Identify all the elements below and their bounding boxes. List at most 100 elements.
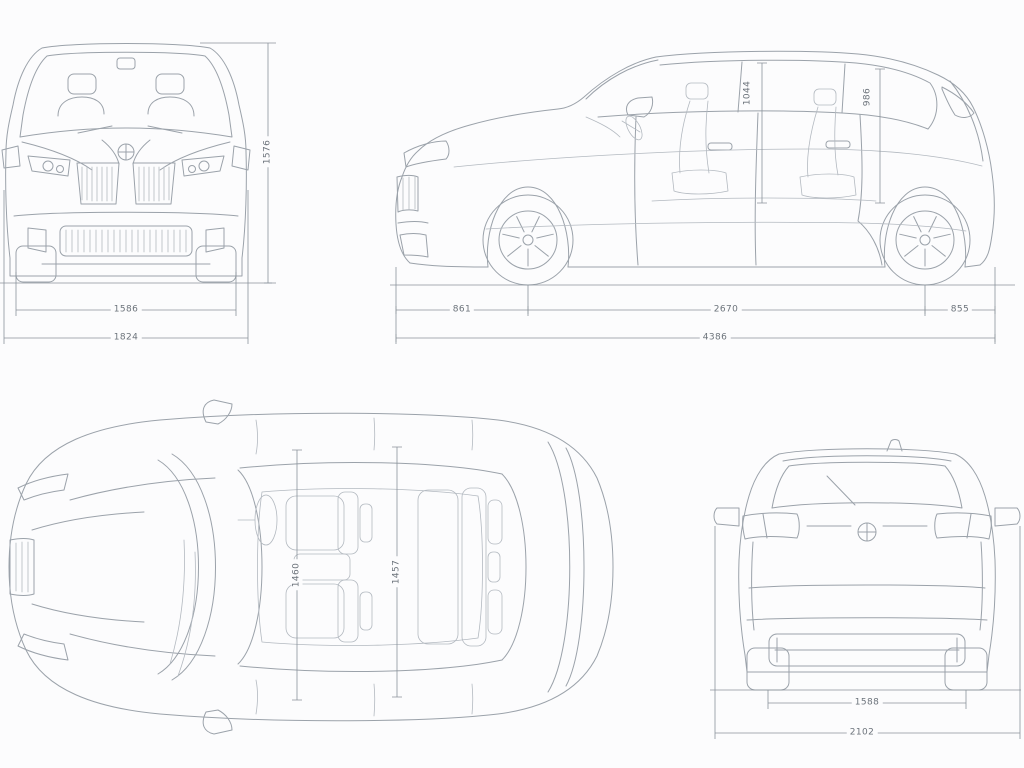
- rear-bench-back: [461, 487, 487, 647]
- top-view-car: [8, 399, 614, 735]
- front-tire-right: [195, 245, 237, 283]
- rear-wiper: [826, 475, 856, 506]
- side-view-interior: [585, 82, 877, 202]
- front-grille-slats: [65, 166, 187, 253]
- passenger-seat-cushion: [285, 583, 345, 639]
- mirror-left: [713, 507, 740, 527]
- rear-tire-right: [944, 647, 988, 691]
- headlight-right: [181, 155, 225, 177]
- rear-bench-cushion: [417, 489, 459, 645]
- headlight: [403, 140, 450, 168]
- mirror-top: [202, 399, 233, 425]
- height-dim: [200, 42, 276, 284]
- front-body-outline: [5, 43, 247, 277]
- hood-creases: [21, 139, 231, 171]
- lower-intake: [59, 225, 193, 257]
- a-pillar-line: [585, 59, 659, 100]
- dim-label-width: 1824: [110, 332, 142, 344]
- beltline: [597, 110, 929, 130]
- tailgate-cut-lines: [751, 541, 983, 631]
- dim-label-interior-front: 1460: [291, 559, 303, 591]
- top-view-details: [15, 417, 503, 717]
- top-view-dimension-lines: [292, 446, 402, 701]
- pillars: [737, 61, 846, 114]
- rocker-line: [409, 262, 981, 268]
- dim-label-height: 1576: [262, 136, 274, 168]
- driver-seat-back: [337, 491, 359, 555]
- axle-dims: [395, 306, 996, 314]
- driver-headrest: [359, 503, 373, 543]
- bumper-line: [13, 211, 239, 217]
- door-cut-lines: [634, 112, 883, 266]
- mirror-bottom: [202, 709, 233, 735]
- door-handle-rear: [825, 140, 851, 149]
- rear-view-drawing: [710, 439, 1021, 739]
- grille-profile: [396, 175, 419, 213]
- dashboard-line: [585, 116, 621, 138]
- taillight-left: [742, 512, 800, 540]
- width-dim: [3, 190, 249, 344]
- door-seams: [255, 417, 474, 717]
- cowl-arc: [157, 459, 199, 675]
- side-mirror: [625, 96, 654, 118]
- dim-label-track-front: 1586: [110, 304, 142, 316]
- kidney-grille: [76, 162, 176, 205]
- tailgate-bottom-crease: [746, 584, 988, 621]
- kidney-grille-top: [9, 538, 35, 596]
- antenna-fin-icon: [886, 439, 903, 452]
- front-view-details: [1, 145, 251, 283]
- headrest-right: [155, 73, 185, 95]
- seat-right: [147, 96, 195, 117]
- track-dim: [15, 272, 237, 316]
- front-seat-headrest: [685, 82, 709, 100]
- side-view-dimension-lines: [390, 62, 1015, 344]
- track-rear-dim: [767, 690, 967, 709]
- steering-column: [621, 120, 641, 133]
- rear-rim: [895, 210, 955, 270]
- roof-side-edges: [239, 461, 503, 673]
- steering-wheel: [625, 115, 643, 141]
- lower-valance: [768, 633, 966, 667]
- hatch-line: [949, 80, 984, 162]
- glasshouse-top: [659, 59, 938, 130]
- rear-body-outline: [738, 448, 996, 673]
- roof-front-arc: [237, 469, 263, 665]
- front-view-car: [5, 43, 247, 277]
- rearview-mirror: [116, 57, 136, 70]
- front-tire: [482, 194, 574, 286]
- headlight-top-right: [17, 633, 69, 661]
- front-rim: [498, 210, 558, 270]
- wipers: [77, 125, 183, 134]
- headlight-top-left: [17, 473, 69, 501]
- floor-line: [651, 197, 877, 202]
- passenger-headrest: [359, 591, 373, 631]
- dim-label-interior-rear: 1457: [391, 556, 403, 588]
- dim-label-overhang-front: 861: [449, 304, 475, 316]
- rear-wheel-spokes: [899, 216, 951, 267]
- front-wheel-spokes: [502, 216, 554, 267]
- dim-label-width-mirrors: 2102: [846, 727, 878, 739]
- hatch-arcs: [547, 441, 585, 693]
- headlight-left: [27, 155, 71, 177]
- front-view-drawing: [0, 42, 276, 344]
- side-mirrors: [1, 145, 251, 171]
- dim-label-overhang-rear: 855: [947, 304, 973, 316]
- dim-label-track-rear: 1588: [851, 697, 883, 709]
- rear-wheel-arch: [883, 186, 967, 268]
- windshield: [19, 51, 233, 138]
- headroom-rear-dim: [875, 68, 885, 204]
- grille-slats-top: [15, 541, 29, 593]
- hood-lines: [31, 477, 216, 657]
- top-body-outline: [8, 412, 614, 722]
- roof-panel: [257, 488, 483, 646]
- rear-headrest-right: [487, 589, 503, 635]
- length-dim: [395, 334, 996, 342]
- dim-label-headroom-rear: 986: [862, 84, 874, 110]
- side-view-drawing: [390, 50, 1015, 344]
- side-view-car: [395, 50, 995, 286]
- wiper-arcs: [169, 539, 196, 677]
- front-bumper-lines: [397, 221, 429, 258]
- dim-label-headroom-front: 1044: [742, 77, 754, 109]
- rear-view-car: [713, 439, 1021, 691]
